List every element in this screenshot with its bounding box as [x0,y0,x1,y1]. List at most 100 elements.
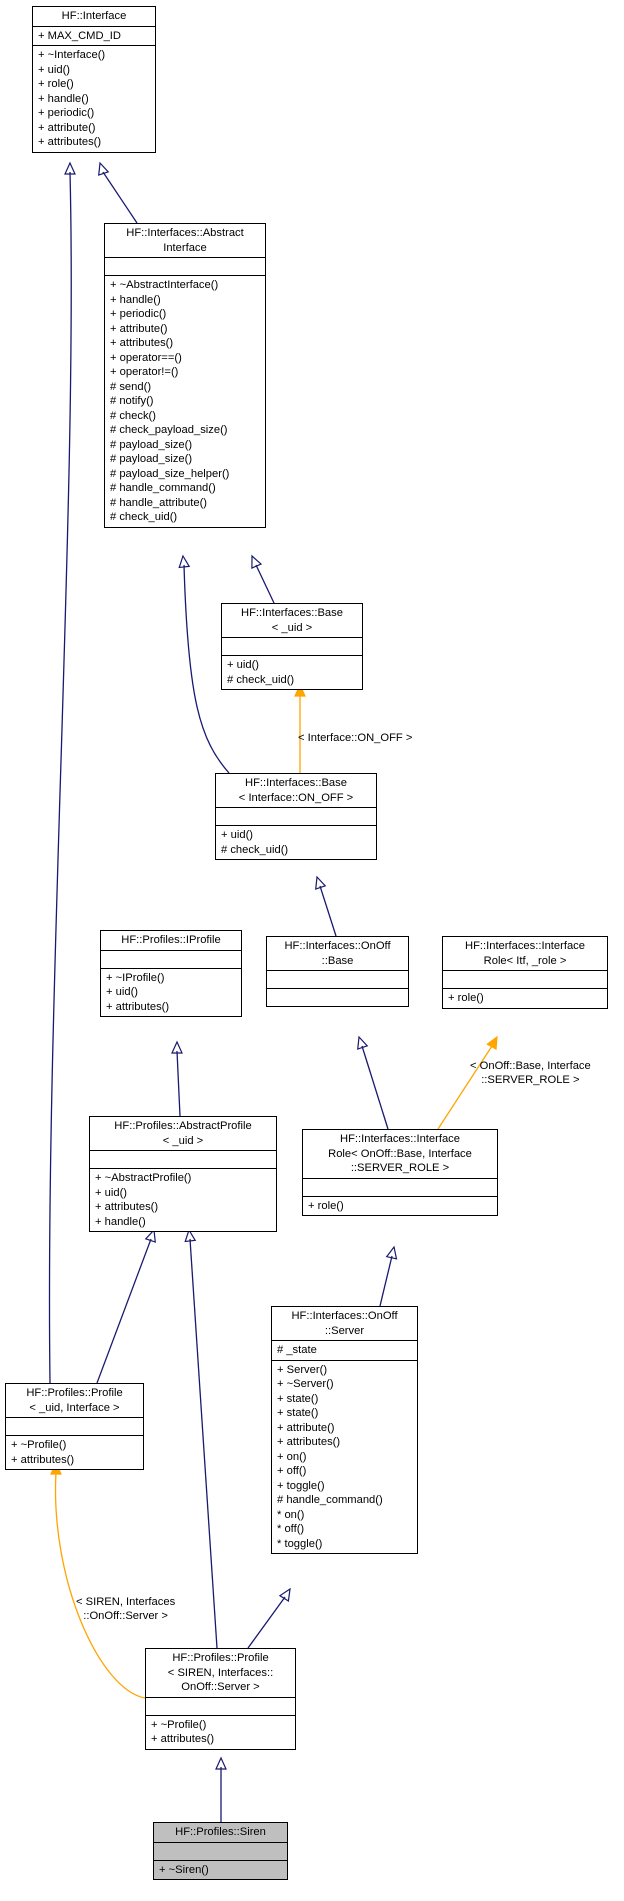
class-method: # handle_attribute() [110,496,208,509]
class-name-line: HF::Interfaces::Base [245,777,347,789]
edge-base-uid-to-abstract-interface-arrowhead [251,554,263,570]
class-method: + operator!=() [110,366,179,378]
class-method: + uid() [221,829,254,841]
class-methods: + ~Interface()+ uid()+ role()+ handle()+… [33,45,155,152]
class-method: * toggle() [277,1537,323,1550]
class-method: + ~Server() [277,1378,334,1390]
class-method: # check_uid() [221,843,289,856]
class-attributes [216,807,376,825]
class-name-line: HF::Profiles::Profile [26,1387,123,1399]
class-siren[interactable]: HF::Profiles::Siren + ~Siren() [153,1822,288,1880]
class-attribute: + MAX_CMD_ID [38,29,121,42]
class-name-line: HF::Interfaces::OnOff [291,1310,398,1322]
class-name-line: Interface [163,241,207,254]
class-method: + attribute() [110,322,168,335]
class-attributes [443,970,607,988]
class-method: + on() [277,1450,307,1463]
class-title: HF::Interfaces::OnOff::Server [272,1307,417,1340]
class-title: HF::Profiles::Siren [154,1823,287,1842]
class-method: + ~AbstractProfile() [95,1172,192,1184]
edge-profile-to-abstract-profile [96,1238,152,1384]
class-method: # check_uid() [110,511,178,523]
class-method: # check() [110,409,157,422]
edge-profile-siren-to-onoff-server [247,1596,286,1649]
class-attributes [105,257,265,275]
class-attributes [90,1150,276,1168]
class-name-line: HF::Profiles::AbstractProfile [114,1120,252,1132]
class-method: # check_uid() [227,673,295,686]
class-name-line: HF::Profiles::Siren [175,1826,266,1838]
edge-onoff-server-to-role-server [379,1255,393,1307]
class-method: # payload_size_helper() [110,467,230,480]
class-onoff-base[interactable]: HF::Interfaces::OnOff::Base [266,936,409,1007]
edge-role-server-to-onoff-base [361,1045,389,1130]
edge-label-interface-on-off: < Interface::ON_OFF > [298,732,413,744]
class-method: + periodic() [38,107,95,119]
class-method: + attributes() [95,1201,159,1213]
class-attribute: # _state [277,1344,317,1356]
class-method: + Server() [277,1363,328,1376]
class-method: + attributes() [38,136,102,148]
class-attributes [222,637,362,655]
class-method: + attributes() [277,1436,341,1448]
class-name-line: Role< Itf, _role > [483,954,567,967]
class-base-uid[interactable]: HF::Interfaces::Base< _uid > + uid()# ch… [221,603,363,690]
class-method: + uid() [227,659,260,671]
class-name-line: HF::Interfaces::Interface [464,940,585,952]
class-method: + attributes() [11,1453,75,1466]
class-iprofile[interactable]: HF::Profiles::IProfile + ~IProfile()+ ui… [100,930,242,1017]
class-name-line: ::SERVER_ROLE > [350,1162,450,1174]
class-method: + role() [308,1199,344,1212]
class-profile-template[interactable]: HF::Profiles::Profile< _uid, Interface >… [5,1383,144,1470]
edge-profile-to-interface [48,171,72,1384]
class-hf-interface[interactable]: HF::Interface + MAX_CMD_ID + ~Interface(… [32,6,156,153]
class-method: + toggle() [277,1479,325,1492]
class-base-on-off[interactable]: HF::Interfaces::Base< Interface::ON_OFF … [215,773,377,860]
class-methods: + ~Siren() [154,1859,287,1880]
class-attributes: + MAX_CMD_ID [33,25,155,46]
class-method: # notify() [110,395,154,407]
class-abstract-profile[interactable]: HF::Profiles::AbstractProfile< _uid > + … [89,1116,277,1232]
class-name-line: HF::Interfaces::OnOff [284,940,391,952]
class-name-line: < _uid, Interface > [29,1401,120,1414]
class-method: + off() [277,1465,307,1477]
class-name-line: ::Server [324,1324,365,1337]
class-method: + uid() [38,63,71,76]
class-method: + attributes() [110,337,174,349]
class-name-line: ::Base [321,954,354,967]
class-method: + attribute() [38,121,96,134]
edge-profile-siren-to-onoff-server-stub [283,1596,286,1599]
class-method: + handle() [110,293,161,306]
class-title: HF::Interfaces::Base< Interface::ON_OFF … [216,774,376,807]
class-title: HF::Profiles::AbstractProfile< _uid > [90,1117,276,1150]
edge-onoff-base-to-base-on-off [319,885,337,937]
class-method: # payload_size() [110,453,193,465]
class-profile-siren[interactable]: HF::Profiles::Profile< SIREN, Interfaces… [145,1648,296,1750]
class-method: + ~Siren() [159,1863,209,1876]
class-method: + ~Profile() [151,1718,207,1731]
class-methods: + uid() # check_uid() [216,825,376,859]
class-method: + operator==() [110,351,182,364]
class-method: + uid() [95,1186,128,1199]
class-attributes: # _state [272,1340,417,1360]
class-methods: + ~Profile()+ attributes() [146,1714,295,1749]
class-name-line: < _uid > [162,1134,204,1147]
class-attributes [146,1696,295,1715]
class-methods: + role() [303,1195,497,1216]
edge-profile-siren-to-profile [54,1471,146,1699]
class-onoff-server[interactable]: HF::Interfaces::OnOff::Server # _state +… [271,1306,418,1554]
class-methods: + role() [443,988,607,1008]
edge-profile-siren-to-abstract-profile [189,1238,218,1649]
class-method: + uid() [106,986,139,998]
class-title: HF::Interface [33,7,155,26]
class-method: # payload_size() [110,438,193,451]
class-method: * off() [277,1523,305,1535]
class-method: + ~IProfile() [106,971,165,984]
class-method: + ~Interface() [38,49,106,61]
